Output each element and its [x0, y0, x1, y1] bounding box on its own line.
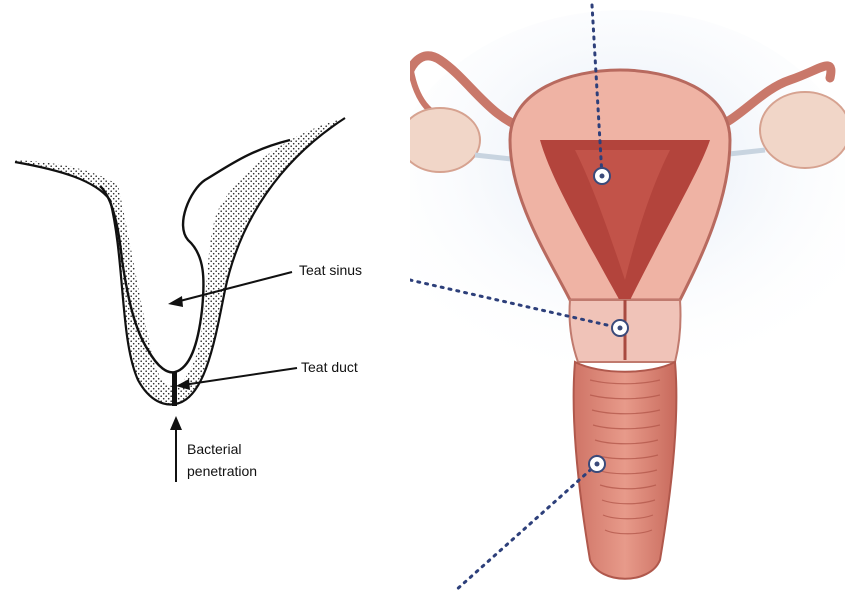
teat-wall [15, 118, 345, 404]
teat-diagram: Teat sinus Teat duct Bacterial penetrati… [0, 0, 410, 591]
vagina-marker [589, 456, 605, 472]
uterus-illustration [410, 0, 845, 591]
teat-duct-label: Teat duct [301, 359, 358, 375]
left-ovary [410, 108, 480, 172]
teat-sinus-label: Teat sinus [299, 262, 362, 278]
uterus-illustration-panel [410, 0, 845, 591]
teat-outer-line [15, 118, 345, 404]
uterus-marker [594, 168, 610, 184]
teat-diagram-panel: Teat sinus Teat duct Bacterial penetrati… [0, 0, 410, 591]
teat-sinus-arrowhead [168, 296, 183, 307]
vagina-pointer-line [455, 464, 597, 591]
bacterial-arrowhead [170, 416, 182, 430]
teat-sinus-arrow [176, 272, 292, 302]
cervix-marker [612, 320, 628, 336]
right-ovary [760, 92, 845, 168]
bacterial-label-line1: Bacterial [187, 441, 241, 457]
bacterial-label-line2: penetration [187, 463, 257, 479]
teat-duct [172, 372, 177, 406]
